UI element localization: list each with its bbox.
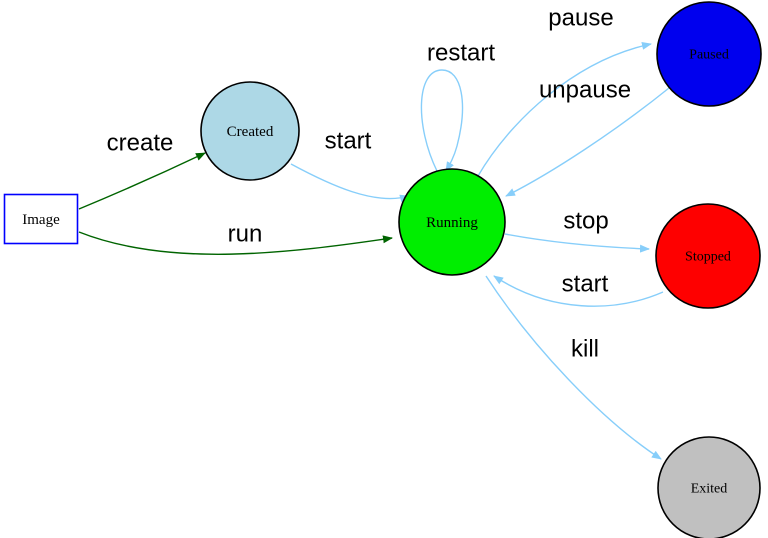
edge-label-create: create xyxy=(107,130,174,157)
node-shape-stopped xyxy=(655,203,761,309)
edge-stop xyxy=(504,233,650,253)
node-shape-exited xyxy=(657,436,761,538)
edge-create xyxy=(78,152,206,210)
edge-label-start-stopped: start xyxy=(562,271,609,298)
node-created[interactable]: Created xyxy=(200,81,300,181)
edge-label-stop: stop xyxy=(563,208,608,235)
node-shape-image xyxy=(3,193,79,245)
node-paused[interactable]: Paused xyxy=(656,1,762,107)
node-shape-paused xyxy=(656,1,762,107)
node-shape-created xyxy=(200,81,300,181)
edge-pause xyxy=(477,41,652,177)
edge-label-start-created: start xyxy=(325,128,372,155)
node-stopped[interactable]: Stopped xyxy=(655,203,761,309)
edge-label-run: run xyxy=(228,221,263,248)
node-image[interactable]: Image xyxy=(3,193,79,245)
edge-label-unpause: unpause xyxy=(539,77,631,104)
edge-unpause xyxy=(505,87,670,197)
node-shape-running xyxy=(398,168,506,276)
edge-run xyxy=(78,231,393,255)
edge-start-stopped xyxy=(493,275,664,307)
edge-start-created xyxy=(290,163,410,203)
node-exited[interactable]: Exited xyxy=(657,436,761,538)
edge-labels-layer: create run start restart pause unpause stop sta… xyxy=(107,5,631,363)
edge-label-restart: restart xyxy=(427,40,495,67)
edge-restart xyxy=(420,69,464,172)
edge-label-kill: kill xyxy=(571,336,599,363)
edge-label-pause: pause xyxy=(548,5,613,32)
edges-layer xyxy=(78,41,670,460)
node-running[interactable]: Running xyxy=(398,168,506,276)
edge-kill xyxy=(485,275,662,460)
